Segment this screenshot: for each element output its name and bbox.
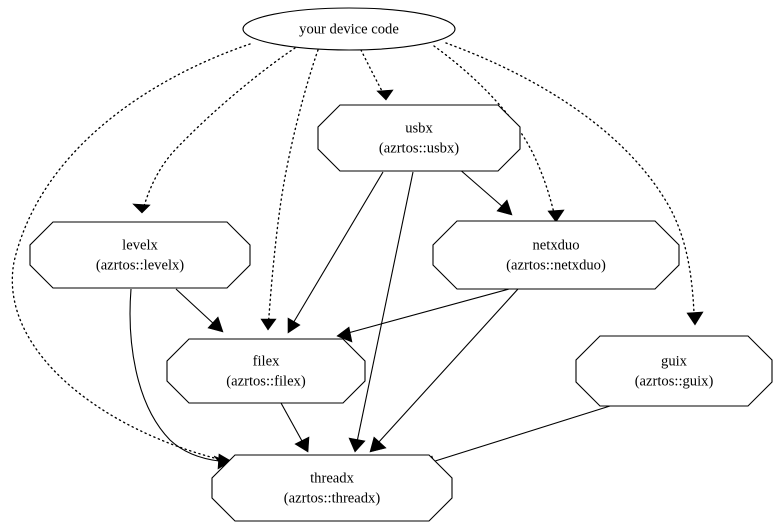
arrowhead <box>348 437 366 453</box>
node-octagon <box>317 104 521 172</box>
node-label-line2: (azrtos::threadx) <box>284 490 381 506</box>
edge-path <box>457 167 505 209</box>
node-label-line2: (azrtos::levelx) <box>96 257 184 273</box>
arrowhead <box>686 311 704 326</box>
arrowhead <box>369 436 387 453</box>
edge-usbx-filex <box>287 171 384 334</box>
node-octagon <box>432 220 680 290</box>
node-devicecode[interactable]: your device code <box>242 7 456 51</box>
edge-devicecode-netxduo <box>433 45 565 223</box>
edge-path <box>356 171 414 443</box>
edge-group-solid <box>129 167 611 471</box>
node-octagon <box>211 454 453 522</box>
arrowhead <box>376 89 394 101</box>
edge-devicecode-levelx <box>132 47 296 214</box>
node-label-line2: (azrtos::usbx) <box>379 140 459 156</box>
node-label-line1: levelx <box>122 237 158 253</box>
edge-guix-threadx <box>420 405 611 471</box>
edge-devicecode-filex <box>260 49 319 331</box>
edge-path <box>377 288 519 444</box>
edge-path <box>175 288 216 326</box>
node-octagon <box>166 338 366 404</box>
node-ellipse <box>242 7 456 51</box>
node-label-line1: threadx <box>310 470 354 486</box>
edge-path <box>267 49 319 331</box>
edge-path <box>129 288 220 462</box>
arrowhead <box>336 326 353 343</box>
edge-path <box>360 49 383 92</box>
node-group: your device code usbx (azrtos::usbx) lev… <box>29 7 773 522</box>
edge-devicecode-guix <box>445 42 704 326</box>
arrowhead <box>496 199 513 216</box>
arrowhead <box>207 316 224 333</box>
node-label-line1: netxduo <box>532 237 579 253</box>
edge-netxduo-filex <box>336 288 510 343</box>
node-usbx[interactable]: usbx (azrtos::usbx) <box>317 104 521 172</box>
edge-usbx-threadx <box>348 171 414 453</box>
node-label-line1: usbx <box>405 120 433 136</box>
node-label-line1: guix <box>661 353 688 369</box>
node-threadx[interactable]: threadx (azrtos::threadx) <box>211 454 453 522</box>
arrowhead <box>547 209 565 223</box>
node-label-line2: (azrtos::guix) <box>635 373 714 389</box>
edge-path <box>433 45 555 214</box>
node-label-line2: (azrtos::filex) <box>226 373 306 389</box>
edge-usbx-netxduo <box>457 167 513 216</box>
edge-path <box>291 171 384 326</box>
edge-path <box>280 402 303 442</box>
node-label-line2: (azrtos::netxduo) <box>506 257 606 273</box>
edge-group-dotted <box>11 42 704 469</box>
arrowhead <box>132 203 151 214</box>
edge-devicecode-usbx <box>360 49 394 101</box>
node-netxduo[interactable]: netxduo (azrtos::netxduo) <box>432 220 680 290</box>
node-guix[interactable]: guix (azrtos::guix) <box>575 335 773 407</box>
arrowhead <box>294 436 310 453</box>
arrowhead <box>287 317 301 334</box>
edge-filex-threadx <box>280 402 310 453</box>
node-filex[interactable]: filex (azrtos::filex) <box>166 338 366 404</box>
node-label-line1: your device code <box>299 21 399 37</box>
edge-path <box>141 47 296 214</box>
node-octagon <box>575 335 773 407</box>
arrowhead <box>260 318 277 331</box>
node-octagon <box>29 221 251 289</box>
edge-netxduo-threadx <box>369 288 519 453</box>
node-levelx[interactable]: levelx (azrtos::levelx) <box>29 221 251 289</box>
edge-levelx-filex <box>175 288 224 333</box>
edge-path <box>431 405 611 463</box>
edge-path <box>11 43 251 462</box>
edge-path <box>347 288 510 334</box>
node-label-line1: filex <box>253 353 280 369</box>
edge-path <box>445 42 695 314</box>
